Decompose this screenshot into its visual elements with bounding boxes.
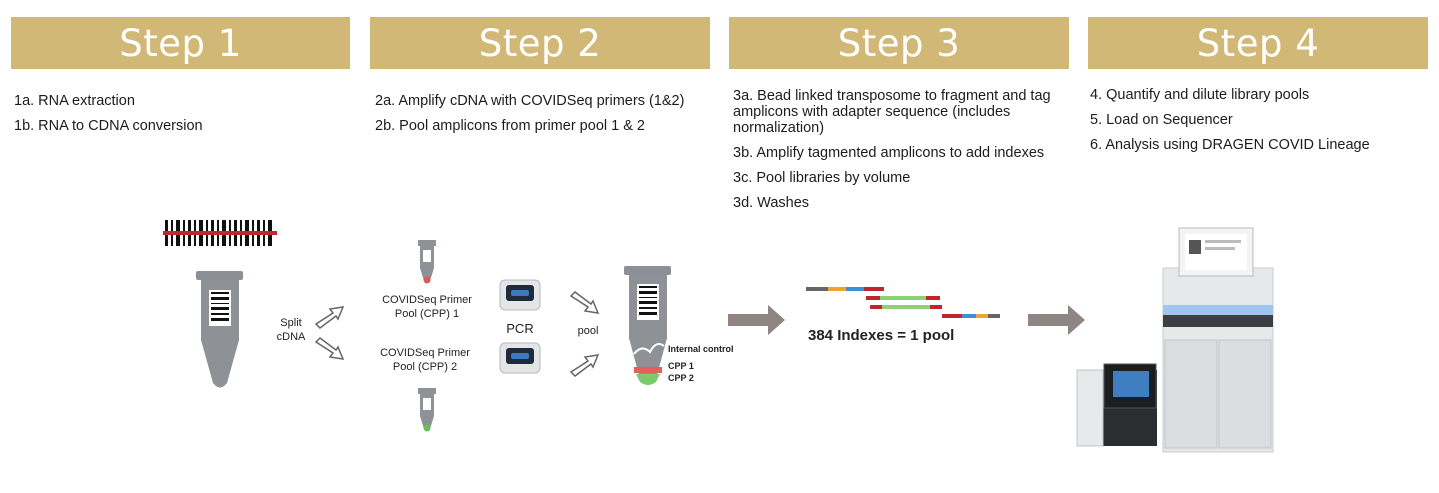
step4-arrow-icon [1028,305,1085,335]
step-4-item: 5. Load on Sequencer [1090,112,1233,128]
step-3-item: 3c. Pool libraries by volume [733,170,911,186]
step-1-header: Step 1 [11,17,350,69]
pcr-machine-2-icon [499,342,541,374]
sequencer-icon [1076,227,1274,453]
pool-label: pool [577,325,599,337]
step-1-item: 1a. RNA extraction [14,93,135,109]
cpp1-label: CPP 1 [668,361,694,371]
split-cdna-label: Split cDNA [276,317,306,343]
primer-tube-1-icon [418,240,436,284]
pooled-tube-icon [624,266,671,385]
split-arrow-icon [314,306,345,360]
step-2-header: Step 2 [370,17,710,69]
primer-pool-2-label: COVIDSeq Primer Pool (CPP) 2 [380,347,470,373]
pcr-machine-1-icon [499,279,541,311]
pool-arrow-icon [569,291,600,377]
step-3-header: Step 3 [729,17,1069,69]
step-2-item: 2b. Pool amplicons from primer pool 1 & … [375,118,645,134]
primer-pool-1-label: COVIDSeq Primer Pool (CPP) 1 [382,294,472,320]
step-1-item: 1b. RNA to CDNA conversion [14,118,203,134]
cpp2-label: CPP 2 [668,373,694,383]
indexes-label: 384 Indexes = 1 pool [808,327,955,344]
step-4-header: Step 4 [1088,17,1428,69]
step-4-item: 6. Analysis using DRAGEN COVID Lineage [1090,137,1370,153]
barcode-icon [163,220,277,246]
pcr-label: PCR [506,321,534,336]
step-4-item: 4. Quantify and dilute library pools [1090,87,1310,103]
sample-tube-icon [196,271,243,388]
step-2-item: 2a. Amplify cDNA with COVIDSeq primers (… [375,93,685,109]
internal-control-label: Internal control [668,344,734,354]
primer-tube-2-icon [418,388,436,432]
step-2-list: 2a. Amplify cDNA with COVIDSeq primers (… [375,93,715,143]
step3-arrow-icon [728,305,785,335]
step-3-item: 3b. Amplify tagmented amplicons to add i… [733,145,1045,161]
step-3-item: 3a. Bead linked transposome to fragment … [733,88,1051,136]
step-3-list: 3a. Bead linked transposome to fragment … [733,88,1071,220]
step-4-list: 4. Quantify and dilute library pools 5. … [1090,87,1430,162]
step-1-list: 1a. RNA extraction 1b. RNA to CDNA conve… [14,93,344,143]
step-3-item: 3d. Washes [733,195,810,211]
amplicon-fragments-icon [806,287,1000,318]
